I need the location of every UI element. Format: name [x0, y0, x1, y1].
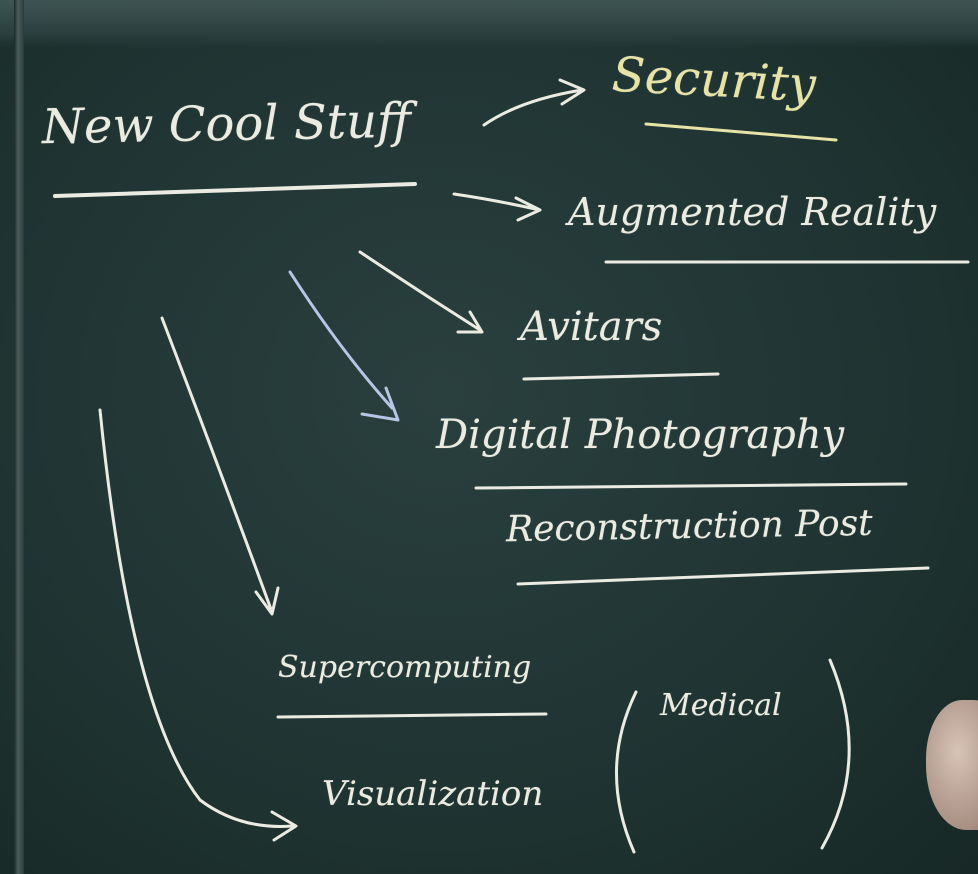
reconstruction-underline	[516, 566, 930, 586]
left-parenthesis	[615, 690, 638, 854]
supercomputing-underline	[276, 712, 548, 719]
arrow-to-augmented-reality	[452, 192, 542, 222]
topic-reconstruction-post: Reconstruction Post	[505, 502, 873, 551]
board-frame-left	[14, 0, 24, 874]
right-parenthesis	[820, 658, 851, 850]
avitars-underline	[522, 372, 720, 381]
topic-supercomputing: Supercomputing	[278, 650, 532, 685]
topic-digital-photography: Digital Photography	[436, 412, 845, 458]
arrow-to-avitars	[358, 250, 484, 334]
arrow-to-digital-photography	[288, 270, 400, 422]
board-top-edge	[0, 0, 978, 48]
arrow-to-visualization	[98, 408, 298, 842]
digital-photography-underline	[474, 482, 908, 490]
arrow-to-security	[482, 78, 586, 127]
board-title: New Cool Stuff	[41, 92, 412, 156]
topic-avitars: Avitars	[520, 304, 663, 350]
topic-security: Security	[610, 46, 818, 114]
annotation-medical: Medical	[660, 688, 782, 723]
topic-augmented-reality: Augmented Reality	[568, 190, 937, 234]
title-underline	[53, 182, 417, 198]
arrow-to-supercomputing	[160, 316, 280, 616]
security-underline	[644, 122, 838, 142]
topic-visualization: Visualization	[322, 774, 544, 814]
